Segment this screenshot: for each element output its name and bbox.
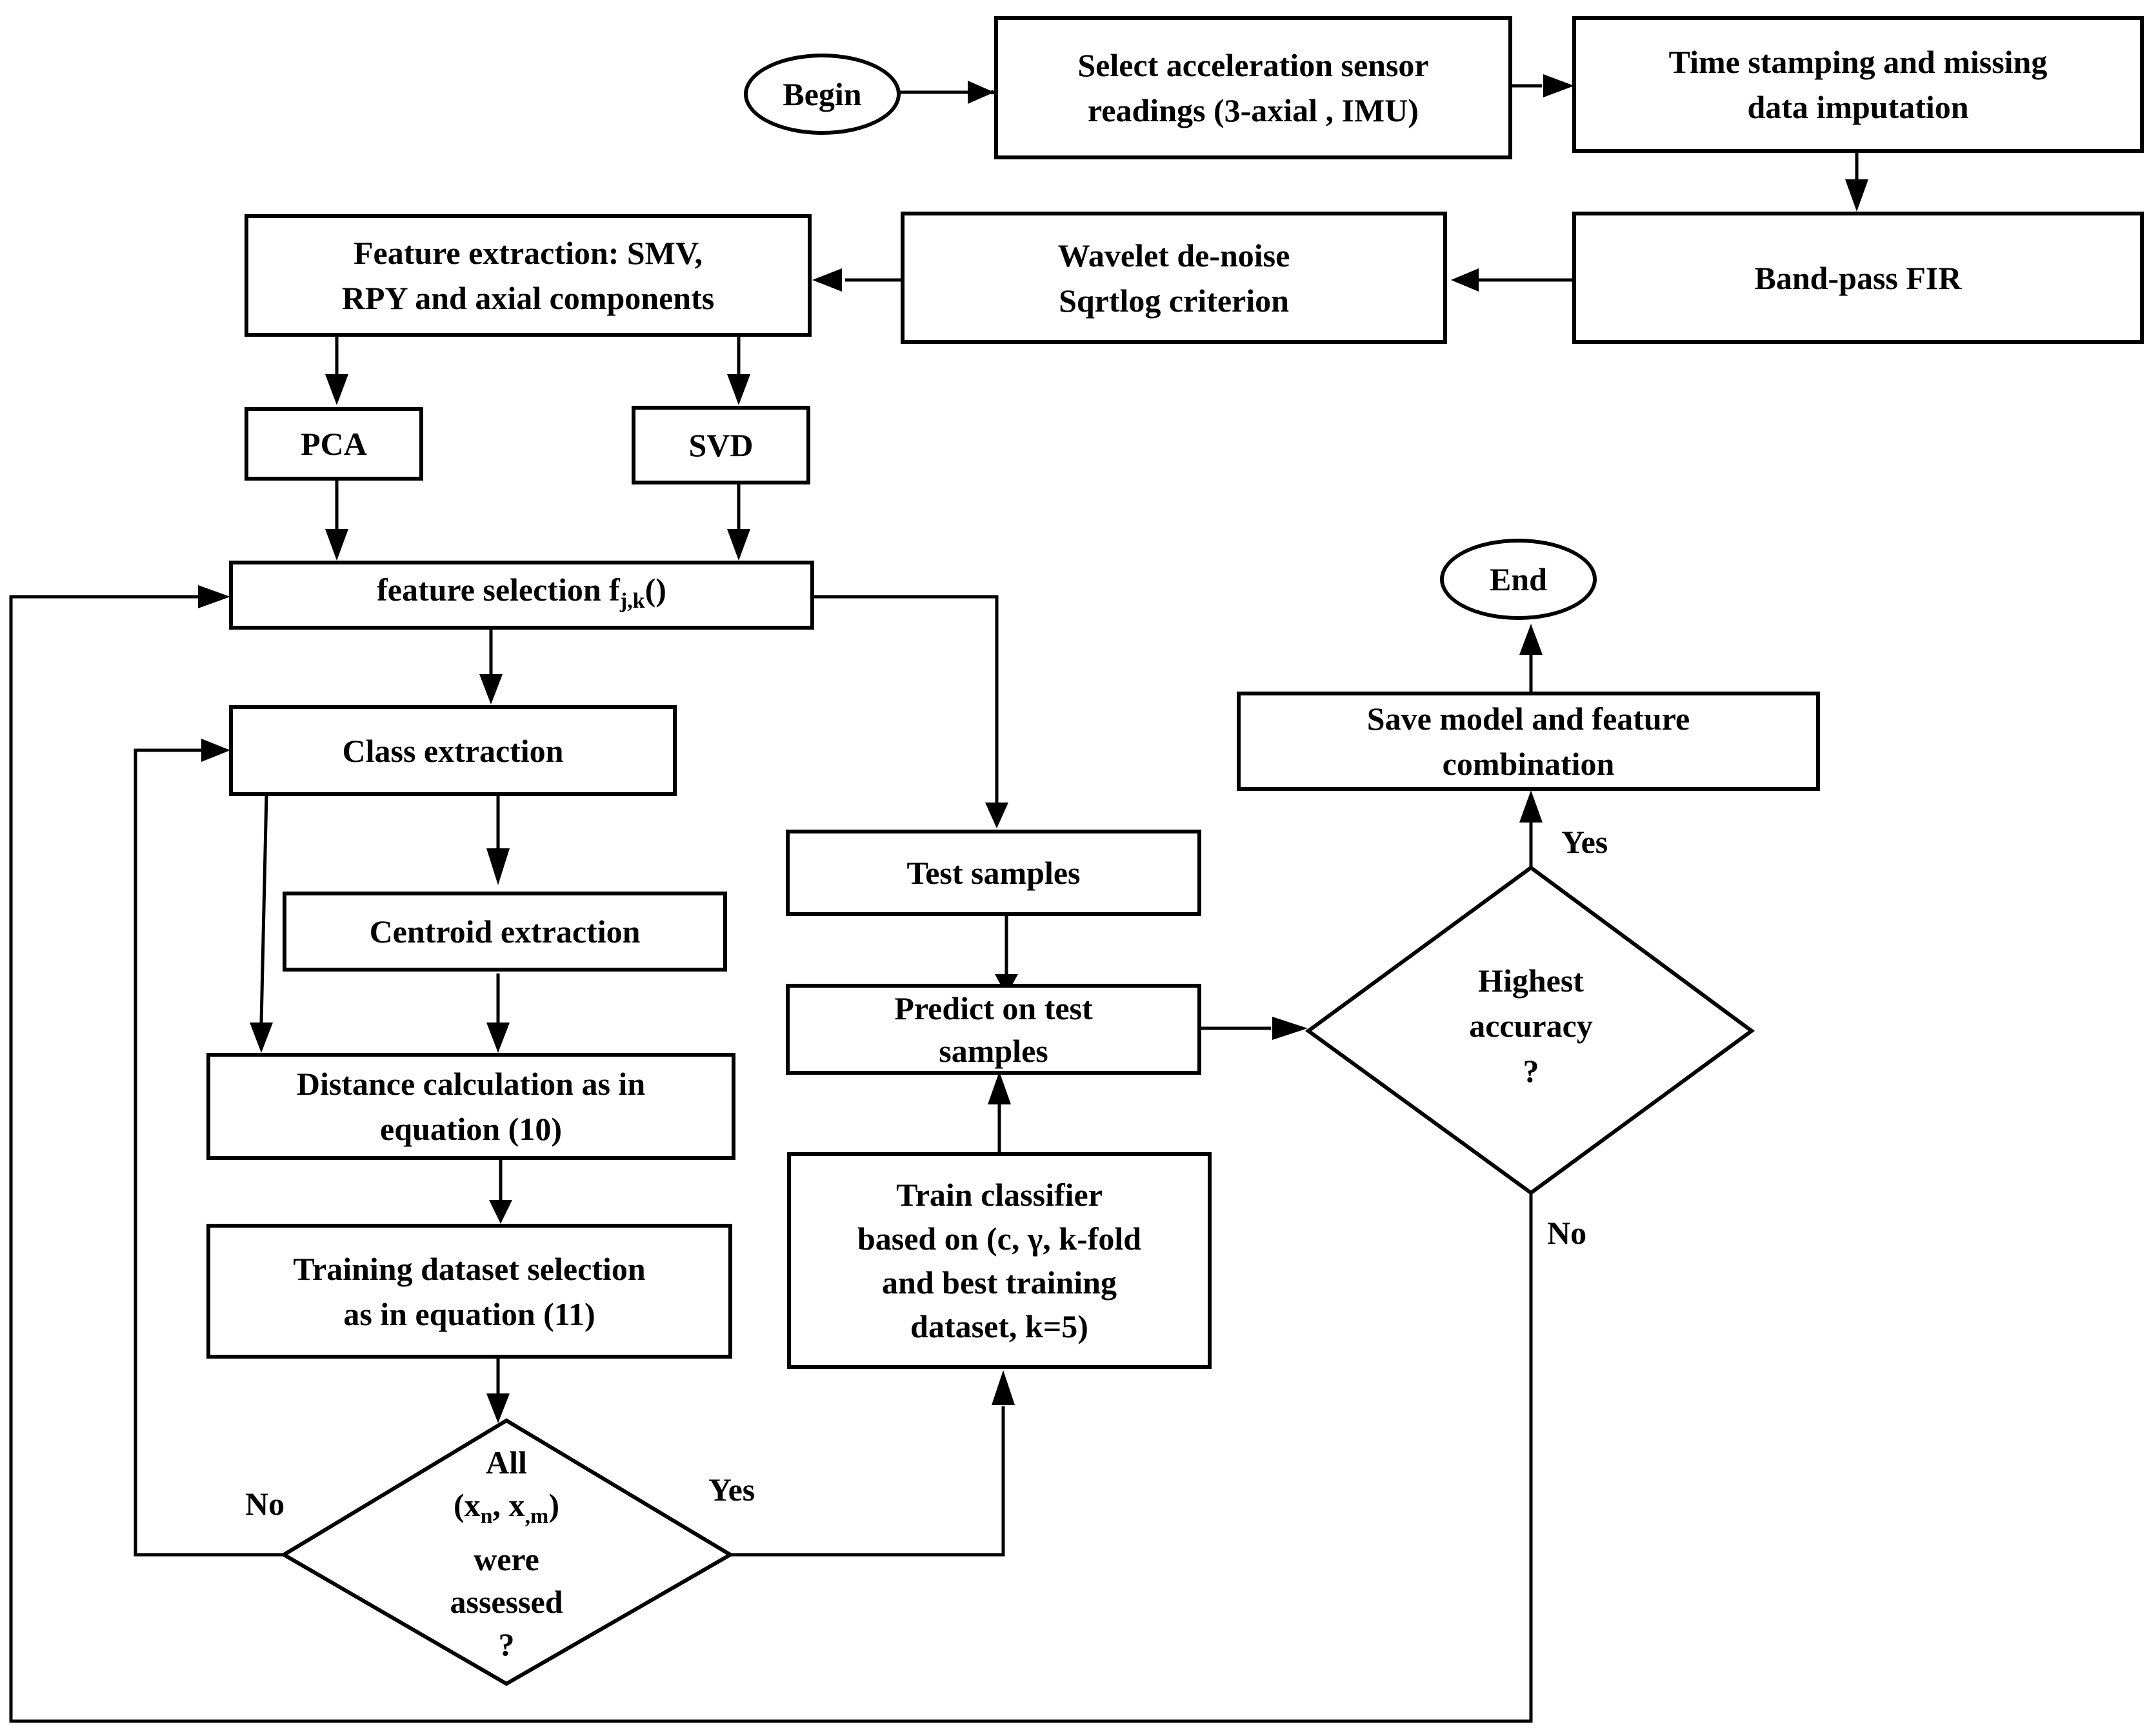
arrowhead [486, 1393, 510, 1423]
save-model-line2: combination [1442, 746, 1615, 782]
edge-assessed-no-class [134, 748, 284, 1557]
wavelet-line2: Sqrtlog criterion [1059, 282, 1289, 319]
class-extraction-label: Class extraction [342, 732, 564, 769]
time-stamping-line2: data imputation [1747, 89, 1969, 125]
arrowhead [1519, 790, 1543, 823]
begin-label: Begin [783, 76, 862, 112]
test-samples-label: Test samples [906, 855, 1081, 891]
centroid-extraction-label: Centroid extraction [369, 913, 641, 950]
train-line2: based on (c, γ, k-fold [857, 1221, 1142, 1257]
arrowhead [812, 268, 842, 292]
arrowhead [1543, 74, 1574, 97]
edge-assessed-yes-train [730, 1406, 1005, 1557]
highest-line3: ? [1523, 1053, 1539, 1089]
feature-extraction-box: Feature extraction: SMV, RPY and axial c… [245, 214, 812, 337]
arrowhead [489, 1200, 512, 1224]
time-stamping-box: Time stamping and missing data imputatio… [1572, 16, 2144, 153]
assessed-line3: were [474, 1541, 539, 1577]
wavelet-box: Wavelet de-noise Sqrtlog criterion [901, 212, 1447, 344]
arrowhead [1451, 268, 1479, 292]
end-terminal: End [1440, 539, 1597, 620]
class-extraction-box: Class extraction [229, 705, 677, 796]
arrowhead [201, 739, 230, 762]
arrowhead [1272, 1017, 1308, 1040]
train-line3: and best training [882, 1264, 1117, 1301]
bandpass-box: Band-pass FIR [1572, 212, 2144, 344]
training-selection-line2: as in equation (11) [343, 1295, 595, 1332]
arrowhead [325, 374, 348, 405]
feature-extraction-line2: RPY and axial components [341, 280, 715, 316]
arrowhead [727, 374, 750, 405]
training-selection-line1: Training dataset selection [293, 1250, 646, 1287]
select-sensor-line2: readings (3-axial , IMU) [1088, 92, 1419, 128]
pca-label: PCA [301, 426, 367, 462]
highest-accuracy-decision-text: Highest accuracy ? [1408, 948, 1654, 1103]
svd-box: SVD [632, 406, 810, 484]
assessed-decision-text: All (xn, x,m) were assessed ? [381, 1444, 632, 1663]
edge-label-no-right: No [1547, 1215, 1587, 1251]
test-samples-box: Test samples [786, 830, 1201, 916]
save-model-box: Save model and feature combination [1237, 692, 1820, 791]
distance-line1: Distance calculation as in [296, 1066, 646, 1102]
arrowhead [985, 803, 1008, 828]
train-line1: Train classifier [896, 1177, 1103, 1213]
train-classifier-box: Train classifier based on (c, γ, k-fold … [787, 1152, 1212, 1369]
assessed-line2: (xn, x,m) [453, 1487, 560, 1528]
assessed-diamond [280, 1418, 734, 1686]
svd-label: SVD [688, 427, 754, 463]
pca-box: PCA [245, 407, 423, 481]
bandpass-label: Band-pass FIR [1754, 259, 1962, 296]
begin-terminal: Begin [744, 54, 901, 135]
arrowhead [992, 1370, 1015, 1405]
arrowhead [1519, 624, 1543, 655]
edge-class-distance [259, 794, 268, 1023]
predict-box: Predict on test samples [786, 984, 1201, 1075]
highest-accuracy-diamond [1304, 865, 1755, 1195]
arrowhead [968, 81, 994, 104]
edge-fsel-test [813, 595, 999, 804]
edge-label-yes-right: Yes [1561, 824, 1608, 860]
wavelet-line1: Wavelet de-noise [1057, 237, 1290, 274]
arrowhead [325, 529, 348, 561]
assessed-line4: assessed [450, 1584, 563, 1620]
distance-line2: equation (10) [380, 1111, 562, 1147]
edge-label-no-left: No [245, 1486, 285, 1522]
arrowhead [727, 529, 750, 561]
edge-highest-no-fsel [9, 595, 1533, 1723]
feature-selection-label: feature selection fj,k() [377, 571, 666, 613]
train-line4: dataset, k=5) [910, 1308, 1088, 1344]
arrowhead [250, 1023, 273, 1053]
distance-calculation-box: Distance calculation as in equation (10) [206, 1053, 735, 1160]
save-model-line1: Save model and feature [1366, 701, 1690, 737]
select-sensor-line1: Select acceleration sensor [1077, 47, 1429, 83]
highest-line1: Highest [1478, 963, 1584, 999]
arrowhead [198, 585, 230, 608]
edge-label-yes-bottom: Yes [708, 1472, 755, 1508]
centroid-extraction-box: Centroid extraction [283, 892, 727, 972]
select-sensor-box: Select acceleration sensor readings (3-a… [994, 16, 1512, 159]
arrowhead [1845, 179, 1868, 212]
end-label: End [1490, 561, 1547, 597]
assessed-line5: ? [498, 1626, 515, 1662]
feature-selection-box: feature selection fj,k() [229, 561, 814, 630]
highest-line2: accuracy [1469, 1008, 1593, 1044]
feature-extraction-line1: Feature extraction: SMV, [353, 235, 703, 271]
arrowhead [486, 1023, 510, 1053]
predict-line2: samples [939, 1032, 1048, 1069]
arrowhead [479, 674, 503, 704]
arrowhead [988, 1072, 1011, 1104]
time-stamping-line1: Time stamping and missing [1668, 44, 2048, 80]
predict-line1: Predict on test [894, 990, 1093, 1026]
arrowhead [486, 848, 510, 885]
training-selection-box: Training dataset selection as in equatio… [206, 1224, 732, 1359]
assessed-line1: All [486, 1444, 527, 1481]
